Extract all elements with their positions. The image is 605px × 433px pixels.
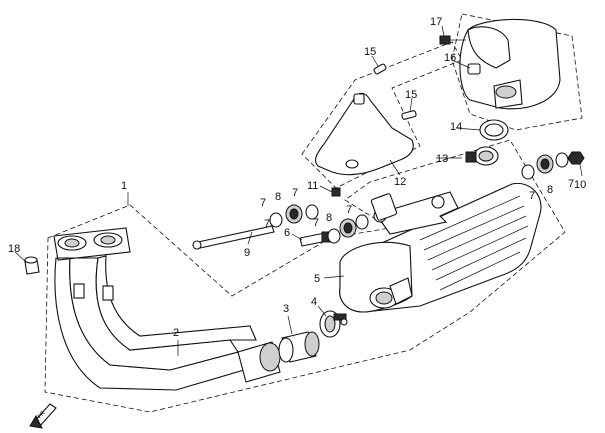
callout-7e: 7 xyxy=(346,204,352,216)
part-3-gasket xyxy=(278,331,320,363)
part-12-heat-guard xyxy=(315,92,414,176)
part-14-ring xyxy=(479,119,509,141)
part-15-clips xyxy=(373,63,417,120)
part-11-bolt xyxy=(331,187,341,197)
callout-14: 14 xyxy=(450,121,462,133)
callout-7d: 7 xyxy=(313,217,319,229)
callout-7c: 7 xyxy=(292,187,298,199)
callout-3: 3 xyxy=(283,303,289,315)
part-18-nut xyxy=(24,256,40,275)
callout-18: 18 xyxy=(8,243,20,255)
part-9-bolt xyxy=(192,225,275,250)
callout-8a: 8 xyxy=(275,191,281,203)
callout-4: 4 xyxy=(311,296,317,308)
callout-11: 11 xyxy=(307,180,318,192)
header-pipe-assembly xyxy=(53,227,281,391)
callout-7f: 7 xyxy=(529,190,535,202)
callout-12: 12 xyxy=(394,176,406,188)
callout-labels: 1 2 3 4 5 6 7 7 7 7 7 7 7 8 8 8 9 10 11 … xyxy=(8,16,586,339)
part-17-bolt xyxy=(439,35,466,45)
callout-9: 9 xyxy=(244,247,250,259)
callout-2: 2 xyxy=(173,327,179,339)
callout-16: 16 xyxy=(444,52,456,64)
leader-lines xyxy=(14,25,583,356)
direction-marker-label: FR xyxy=(37,410,47,420)
part-16-silencer-cap xyxy=(459,18,561,110)
callout-10: 10 xyxy=(574,179,586,191)
callout-5: 5 xyxy=(314,273,320,285)
washers-grommets xyxy=(269,151,585,244)
callout-15b: 15 xyxy=(405,89,417,101)
callout-8c: 8 xyxy=(547,184,553,196)
callout-6: 6 xyxy=(284,227,290,239)
callout-17: 17 xyxy=(430,16,442,28)
callout-7a: 7 xyxy=(260,197,266,209)
part-4-clamp xyxy=(319,310,348,338)
part-6-bolt xyxy=(299,231,333,247)
callout-1: 1 xyxy=(121,180,127,192)
part-13-clamp xyxy=(465,146,499,166)
callout-13: 13 xyxy=(436,153,448,165)
callout-8b: 8 xyxy=(326,212,332,224)
part-5-muffler xyxy=(339,182,542,313)
callout-7b: 7 xyxy=(264,218,270,230)
front-direction-marker: FR xyxy=(29,403,57,429)
callout-7g: 7 xyxy=(568,178,574,190)
assembly-boundaries xyxy=(44,13,583,413)
callout-15a: 15 xyxy=(364,46,376,58)
